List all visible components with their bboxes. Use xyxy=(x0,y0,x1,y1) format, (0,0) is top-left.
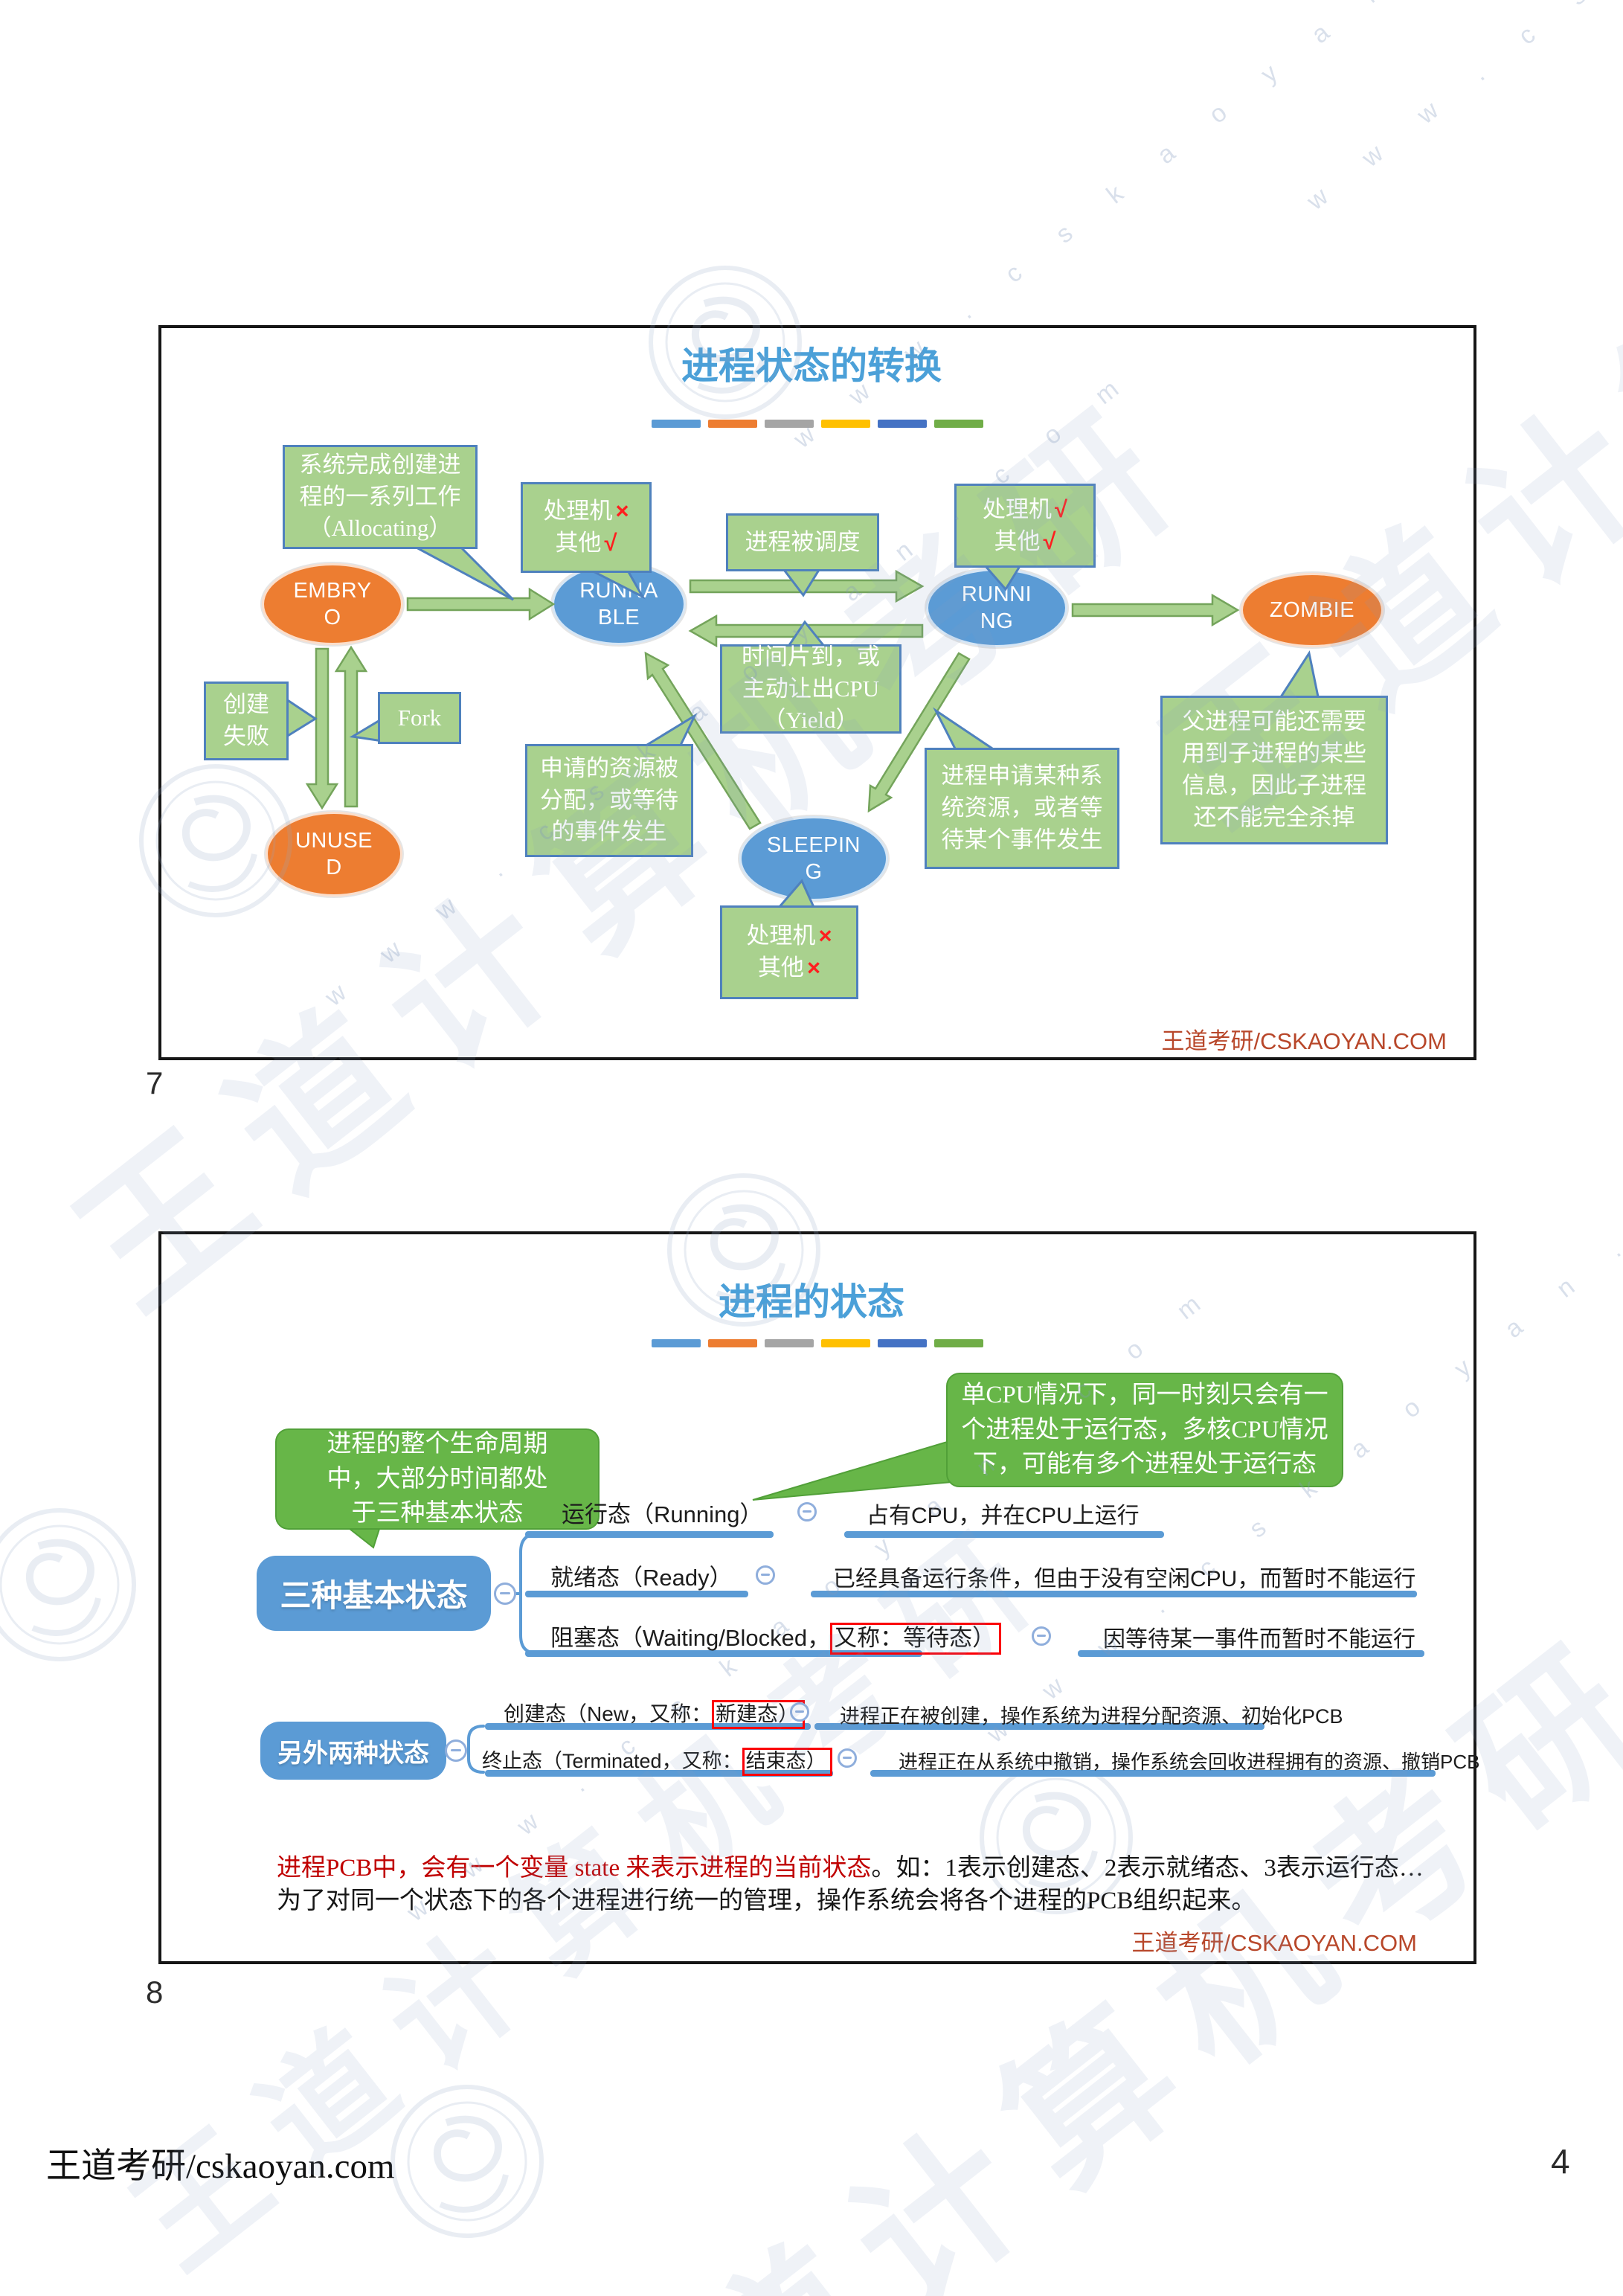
row-blocked-desc: 因等待某一事件而暂时不能运行 xyxy=(1103,1627,1415,1652)
branch-line xyxy=(870,1770,1436,1777)
row-ready-label: 就绪态（Ready） xyxy=(550,1565,733,1591)
minus-icon xyxy=(756,1565,775,1585)
red-highlight-box: 又称：等待态） xyxy=(830,1623,1002,1655)
slide1-brand: 王道考研/CSKAOYAN.COM xyxy=(1161,1028,1447,1054)
row-running-label: 运行态（Running） xyxy=(562,1501,763,1527)
callout-sleeping-resources: 处理机× 其他× xyxy=(720,905,858,999)
callout-allocating: 系统完成创建进 程的一系列工作 （Allocating） xyxy=(283,445,478,549)
row-terminated-label: 终止态（Terminated，又称：结束态） xyxy=(482,1745,832,1776)
red-highlight-box: 新建态） xyxy=(712,1700,806,1729)
minus-icon xyxy=(1032,1626,1051,1646)
row-blocked-label: 阻塞态（Waiting/Blocked，又称：等待态） xyxy=(550,1619,1002,1655)
branch-line xyxy=(525,1650,922,1657)
minus-icon xyxy=(838,1748,857,1768)
branch-line xyxy=(485,1770,833,1777)
branch-line xyxy=(485,1723,811,1730)
callout-lifecycle: 进程的整个生命周期 中，大部分时间都处 于三种基本状态 xyxy=(275,1428,600,1530)
row-running-desc: 占有CPU，并在CPU上运行 xyxy=(867,1504,1140,1528)
check-mark: √ xyxy=(604,530,617,556)
check-mark: √ xyxy=(1043,527,1056,554)
branch-line xyxy=(814,1723,1264,1730)
slide1-page-number: 7 xyxy=(146,1065,164,1100)
pcb-note-line1: 进程PCB中，会有一个变量 state 来表示进程的当前状态。如：1表示创建态、… xyxy=(277,1855,1424,1882)
title-divider-bars xyxy=(652,1339,983,1347)
pcb-note-red: 进程PCB中，会有一个变量 state 来表示进程的当前状态 xyxy=(277,1855,872,1882)
slide2-title: 进程的状态 xyxy=(719,1281,904,1323)
check-mark: √ xyxy=(1054,496,1067,522)
state-transition-arrows xyxy=(305,569,1240,830)
title-divider-bars xyxy=(652,420,983,428)
cross-mark: × xyxy=(818,923,832,949)
group-other-states: 另外两种状态 xyxy=(260,1722,446,1780)
branch-line xyxy=(811,1591,1417,1597)
branch-line xyxy=(844,1531,1164,1538)
page-number: 4 xyxy=(1551,2142,1570,2181)
pcb-note-line2: 为了对同一个状态下的各个进程进行统一的管理，操作系统会将各个进程的PCB组织起来… xyxy=(277,1888,1256,1914)
branch-line xyxy=(1078,1650,1424,1657)
callout-resource-granted: 申请的资源被 分配，或等待 的事件发生 xyxy=(525,744,693,857)
row-new-desc: 进程正在被创建，操作系统为进程分配资源、初始化PCB xyxy=(840,1705,1343,1728)
callout-single-cpu: 单CPU情况下，同一时刻只会有一 个进程处于运行态，多核CPU情况 下，可能有多… xyxy=(946,1373,1343,1487)
state-node-zombie: ZOMBIE xyxy=(1241,573,1383,647)
minus-icon xyxy=(494,1582,516,1605)
branch-line xyxy=(525,1591,748,1597)
minus-icon xyxy=(797,1502,817,1521)
row-new-label: 创建态（New，又称：新建态） xyxy=(504,1698,806,1729)
callout-running-resources: 处理机√ 其他√ xyxy=(954,484,1096,568)
cross-mark: × xyxy=(806,955,821,981)
minus-icon xyxy=(445,1739,467,1762)
callout-resource-request: 进程申请某种系 统资源，或者等 待某个事件发生 xyxy=(925,748,1119,869)
callout-tails xyxy=(283,540,1321,915)
branch-line xyxy=(525,1531,774,1538)
callout-yield: 时间片到，或 主动让出CPU （Yield） xyxy=(720,644,902,734)
slide1-title: 进程状态的转换 xyxy=(681,345,942,387)
minus-icon xyxy=(790,1702,809,1722)
page-footer-brand: 王道考研/cskaoyan.com xyxy=(46,2147,395,2186)
slide2-brand: 王道考研/CSKAOYAN.COM xyxy=(1131,1930,1417,1956)
row-terminated-desc: 进程正在从系统中撤销，操作系统会回收进程拥有的资源、撤销PCB xyxy=(899,1751,1480,1773)
red-highlight-box: 结束态） xyxy=(742,1748,832,1776)
cross-mark: × xyxy=(615,498,629,525)
row-ready-desc: 已经具备运行条件，但由于没有空闲CPU，而暂时不能运行 xyxy=(833,1567,1416,1591)
callout-scheduled: 进程被调度 xyxy=(726,513,879,571)
callout-zombie-note: 父进程可能还需要 用到子进程的某些 信息，因此子进程 还不能完全杀掉 xyxy=(1160,696,1388,844)
callout-create-fail: 创建 失败 xyxy=(204,682,289,760)
slide2-page-number: 8 xyxy=(146,1975,164,2010)
callout-fork: Fork xyxy=(378,692,461,744)
callout-runnable-resources: 处理机× 其他√ xyxy=(521,482,652,573)
group-basic-states: 三种基本状态 xyxy=(257,1556,491,1631)
